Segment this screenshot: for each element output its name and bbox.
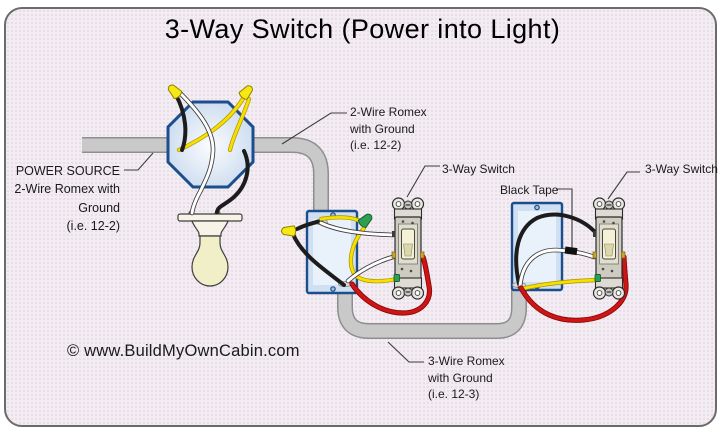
- power-source-line: Ground: [78, 200, 120, 215]
- yellow-wire-nut: [281, 225, 297, 237]
- leader-switch-left: [406, 165, 440, 198]
- 2wire-romex-line: with Ground: [350, 121, 415, 136]
- power-source-line: POWER SOURCE: [15, 164, 120, 178]
- 2wire-romex-line: 2-Wire Romex: [350, 105, 427, 119]
- black-tape-label: Black Tape: [500, 183, 559, 197]
- power-source-line: 2-Wire Romex with: [14, 182, 120, 197]
- white-traveler-wire: [346, 255, 395, 283]
- light-fixture: [177, 210, 243, 287]
- 3wire-romex-line: (i.e. 12-3): [428, 387, 480, 401]
- red-traveler-wire: [519, 255, 628, 323]
- three-way-switch-left: [391, 197, 425, 300]
- cable-2wire-run: [82, 137, 329, 223]
- 2wire-romex-line: (i.e. 12-2): [350, 138, 402, 152]
- ground-wire: [319, 215, 362, 223]
- 3wire-romex-line: with Ground: [428, 370, 493, 385]
- white-wire-to-bulb: [178, 91, 215, 215]
- leader-switch-right: [607, 171, 640, 200]
- octagon-wires: [165, 81, 256, 216]
- ground-wire: [177, 95, 246, 152]
- box2-wires: [514, 212, 629, 323]
- ground-wire: [228, 97, 251, 152]
- black-tape-mark: [564, 246, 578, 256]
- black-wire: [291, 232, 346, 287]
- leader-3wire-romex: [387, 341, 424, 363]
- white-wire: [319, 221, 395, 237]
- black-wire: [174, 93, 188, 152]
- switch-right-label: 3-Way Switch: [645, 162, 718, 176]
- red-traveler-wire: [350, 255, 432, 315]
- yellow-wire-nut: [237, 82, 256, 102]
- yellow-wire-nut: [165, 81, 184, 101]
- copyright-text: © www.BuildMyOwnCabin.com: [67, 342, 300, 360]
- leader-2wire-romex: [281, 112, 347, 145]
- black-wire: [295, 219, 323, 231]
- ground-wire: [519, 278, 600, 291]
- three-way-switch-right: [592, 197, 626, 300]
- 2wire-romex-label: 2-Wire Romex with Ground (i.e. 12-2): [350, 104, 427, 154]
- white-wire-taped: [518, 248, 596, 289]
- green-wire-nut: [356, 210, 376, 230]
- leader-lines: [124, 112, 640, 363]
- diagram-title: 3-Way Switch (Power into Light): [164, 14, 561, 44]
- box1-wires: [281, 210, 433, 316]
- power-source-line: (i.e. 12-2): [66, 219, 121, 234]
- power-source-label: POWER SOURCE 2-Wire Romex with Ground (i…: [14, 162, 120, 236]
- black-wire-to-bulb: [215, 149, 250, 214]
- light-bulb: [191, 235, 229, 287]
- leader-black-tape: [556, 188, 573, 251]
- switch-left-label: 3-Way Switch: [442, 162, 515, 176]
- leader-power-source: [124, 152, 154, 171]
- cable-3wire-run: [337, 283, 527, 339]
- 3wire-romex-line: 3-Wire Romex: [428, 354, 505, 368]
- black-wire: [514, 212, 596, 286]
- 3wire-romex-label: 3-Wire Romex with Ground (i.e. 12-3): [428, 353, 505, 403]
